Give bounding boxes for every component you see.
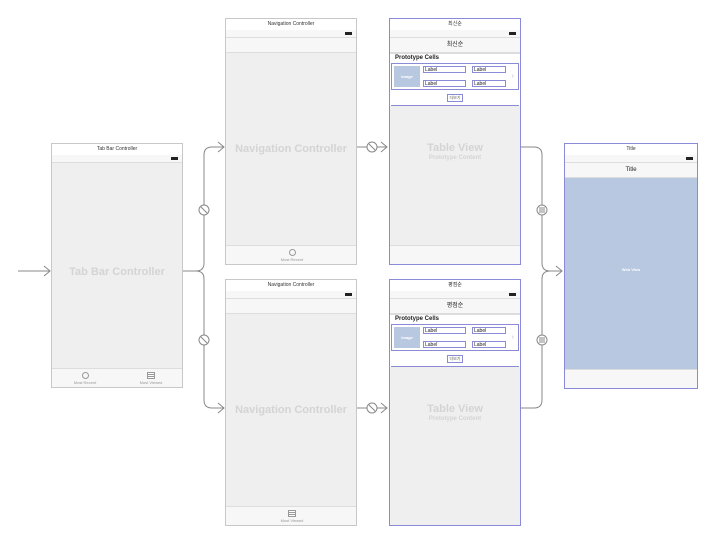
disclosure-chevron-icon: › — [511, 73, 514, 80]
battery-icon — [686, 157, 693, 160]
arrowhead-table-bottom — [380, 402, 388, 414]
table-view-sublabel: Prototype Content — [428, 416, 482, 422]
battery-icon — [509, 32, 516, 35]
navigation-controller-top-scene[interactable]: Navigation Controller Navigation Control… — [225, 18, 357, 265]
web-view: Web View — [565, 178, 697, 370]
tab-label: Most Recent — [280, 257, 304, 262]
tab-bar: Most Recent Most Viewed — [52, 368, 182, 387]
battery-icon — [345, 32, 352, 35]
prototype-cell[interactable]: Image Label Label Label Label › — [391, 63, 519, 90]
table-view-top-scene[interactable]: 최신순 최신순 Prototype Cells Image Label Labe… — [389, 18, 521, 265]
status-bar — [390, 291, 520, 299]
table-view-bottom-scene[interactable]: 평점순 평점순 Prototype Cells Image Label Labe… — [389, 279, 521, 526]
arrowhead-detail — [555, 265, 563, 277]
entry-arrowhead — [43, 265, 51, 277]
cell-label: Label — [472, 66, 506, 73]
status-bar — [226, 30, 356, 38]
tab-most-recent[interactable]: Most Recent — [65, 372, 105, 385]
tab-most-viewed[interactable]: Most Viewed — [131, 372, 171, 385]
segue-tabbar-to-nav-bottom — [195, 270, 224, 409]
prototype-cells-header: Prototype Cells — [390, 53, 520, 63]
scene-content: Navigation Controller — [226, 314, 356, 507]
scene-content: Tab Bar Controller — [52, 163, 182, 369]
placeholder-label: Tab Bar Controller — [69, 266, 165, 278]
cell-label: Label — [472, 80, 506, 87]
cell-label: Label — [472, 341, 506, 348]
cell-label: Label — [423, 80, 466, 87]
clock-icon — [288, 249, 296, 256]
battery-icon — [345, 293, 352, 296]
table-content: Table View Prototype Content — [390, 367, 520, 525]
status-bar — [390, 30, 520, 38]
tab-label: Most Viewed — [280, 518, 304, 523]
tab-most-viewed[interactable]: Most Viewed — [272, 510, 312, 523]
more-button[interactable]: 더보기 — [447, 94, 463, 102]
cell-label: Label — [472, 327, 506, 334]
tab-bar-item: Most Recent — [226, 245, 356, 264]
scene-content: Navigation Controller — [226, 53, 356, 246]
table-view-sublabel: Prototype Content — [428, 155, 482, 161]
arrowhead-nav-top — [217, 141, 225, 153]
list-icon — [288, 510, 296, 517]
placeholder-label: Navigation Controller — [235, 143, 347, 155]
more-button[interactable]: 더보기 — [447, 355, 463, 363]
list-icon — [147, 372, 155, 379]
segue-table-bottom-to-detail — [521, 270, 551, 409]
navigation-bar: Title — [565, 163, 697, 178]
detail-view-scene[interactable]: Title Title Web View — [564, 143, 698, 389]
more-cell: 더보기 — [391, 352, 519, 367]
battery-icon — [171, 157, 178, 160]
table-content: Table View Prototype Content — [390, 106, 520, 246]
prototype-cell[interactable]: Image Label Label Label Label › — [391, 324, 519, 351]
navigation-bar: 최신순 — [390, 38, 520, 53]
tab-bar-controller-scene[interactable]: Tab Bar Controller Tab Bar Controller Mo… — [51, 143, 183, 388]
navigation-bar — [226, 299, 356, 314]
bottom-bar — [565, 369, 697, 388]
cell-label: Label — [423, 327, 466, 334]
cell-image: Image — [394, 66, 420, 87]
arrowhead-nav-bottom — [217, 402, 225, 414]
cell-label: Label — [423, 341, 466, 348]
status-bar — [565, 155, 697, 163]
cell-image: Image — [394, 327, 420, 348]
clock-icon — [81, 372, 89, 379]
tab-most-recent[interactable]: Most Recent — [272, 249, 312, 262]
navigation-bar — [226, 38, 356, 53]
disclosure-chevron-icon: › — [511, 334, 514, 341]
navigation-bar: 평점순 — [390, 299, 520, 314]
tab-label: Most Recent — [73, 380, 97, 385]
status-bar — [226, 291, 356, 299]
status-bar — [52, 155, 182, 163]
prototype-cells-header: Prototype Cells — [390, 314, 520, 324]
battery-icon — [509, 293, 516, 296]
table-view-label: Table View — [427, 142, 483, 154]
more-cell: 더보기 — [391, 91, 519, 106]
arrowhead-table-top — [380, 141, 388, 153]
tab-label: Most Viewed — [139, 380, 163, 385]
table-view-label: Table View — [427, 403, 483, 415]
cell-label: Label — [423, 66, 466, 73]
placeholder-label: Navigation Controller — [235, 404, 347, 416]
web-view-label: Web View — [621, 267, 641, 272]
bottom-bar — [390, 245, 520, 264]
navigation-controller-bottom-scene[interactable]: Navigation Controller Navigation Control… — [225, 279, 357, 526]
tab-bar-item: Most Viewed — [226, 506, 356, 525]
